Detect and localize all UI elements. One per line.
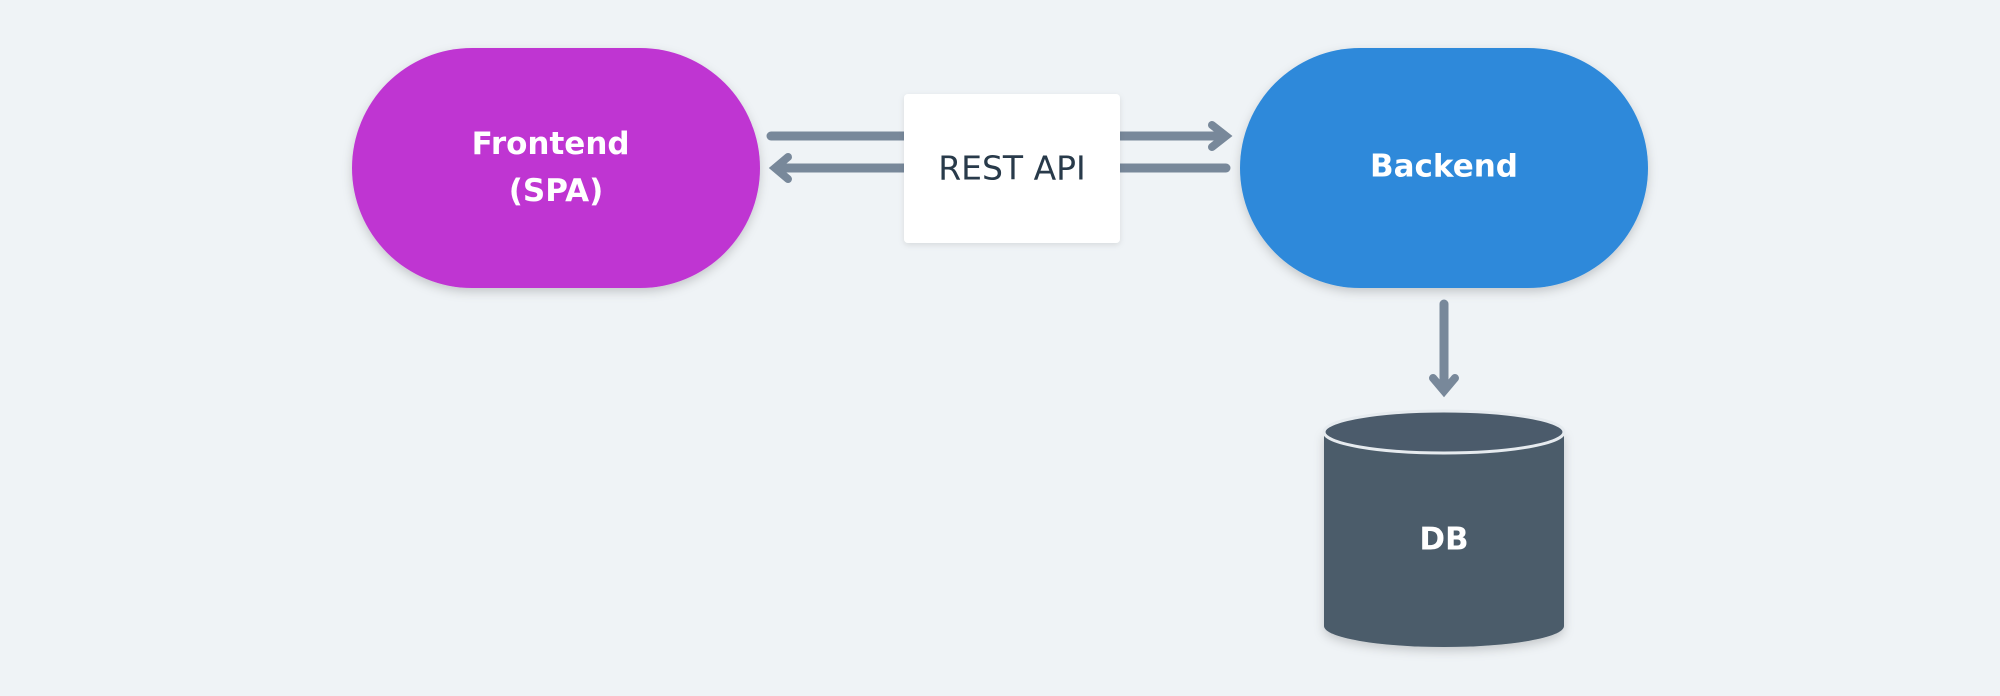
database-top: [1322, 409, 1566, 455]
database-body: [1324, 432, 1564, 647]
frontend-label-line2: (SPA): [509, 173, 604, 209]
frontend-node: Frontend (SPA): [352, 48, 760, 288]
backend-shape: [1240, 48, 1648, 288]
arrow-head-down: [1429, 374, 1459, 398]
frontend-shape: [352, 48, 760, 288]
frontend-label: Frontend (SPA): [472, 126, 641, 209]
api-box: [904, 94, 1120, 243]
arrow-head-left: [768, 153, 792, 183]
api-node: REST API: [904, 94, 1120, 243]
database-label: DB: [1419, 522, 1468, 558]
api-label: REST API: [938, 149, 1086, 188]
backend-node: Backend: [1240, 48, 1648, 288]
arrow-head-right: [1208, 121, 1233, 151]
arrows: [766, 121, 1459, 398]
frontend-label-line1: Frontend: [472, 126, 630, 162]
backend-label: Backend: [1370, 149, 1518, 185]
database-node: DB: [1322, 409, 1566, 647]
